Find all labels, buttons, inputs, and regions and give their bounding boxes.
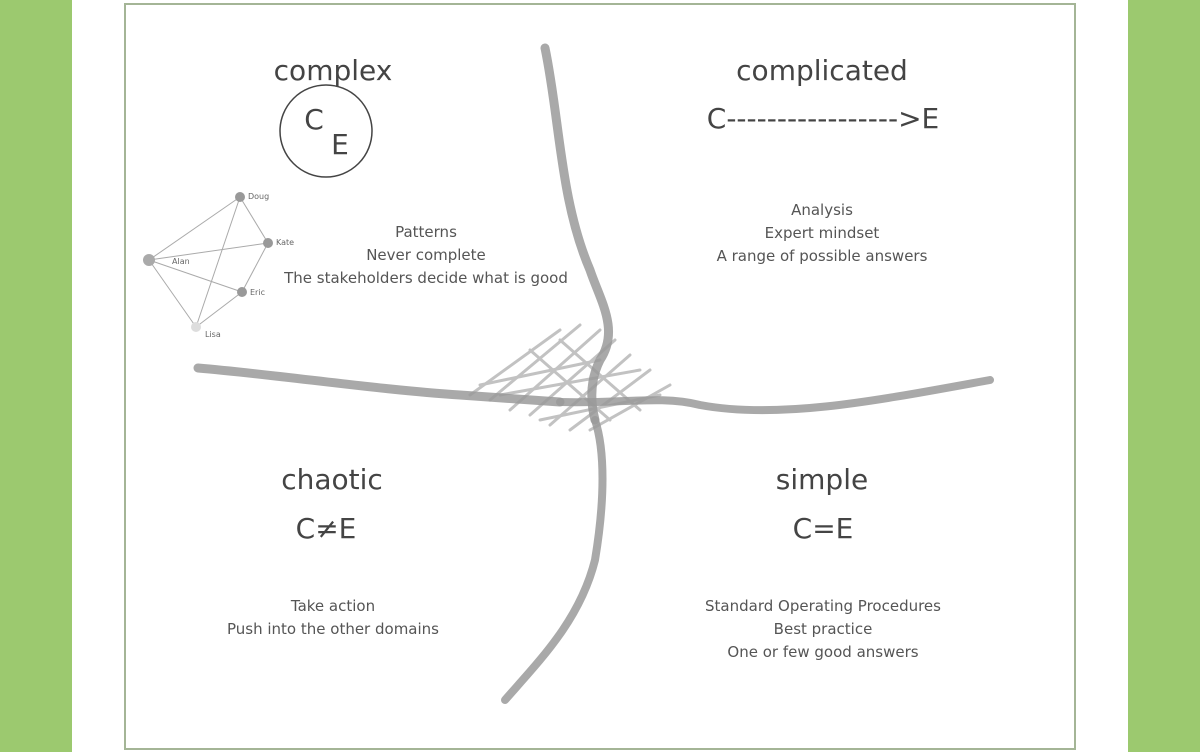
desc-line: Patterns bbox=[395, 223, 457, 241]
node-eric bbox=[237, 287, 247, 297]
chaotic-description: Take action Push into the other domains bbox=[227, 595, 439, 641]
network-graph bbox=[148, 196, 269, 328]
desc-line: Push into the other domains bbox=[227, 620, 439, 638]
left-green-bar bbox=[0, 0, 72, 752]
complex-circle bbox=[279, 84, 373, 178]
simple-title: simple bbox=[775, 463, 869, 496]
horizontal-boundary-right bbox=[556, 376, 994, 415]
desc-line: One or few good answers bbox=[727, 643, 919, 661]
node-alan bbox=[143, 254, 155, 266]
node-doug bbox=[235, 192, 245, 202]
complicated-description: Analysis Expert mindset A range of possi… bbox=[717, 199, 928, 268]
desc-line: Standard Operating Procedures bbox=[705, 597, 941, 615]
simple-description: Standard Operating Procedures Best pract… bbox=[705, 595, 941, 664]
desc-line: Expert mindset bbox=[764, 224, 880, 242]
vertical-boundary-bottom bbox=[501, 416, 607, 704]
complex-cause: C bbox=[304, 103, 324, 136]
complicated-relation: C----------------->E bbox=[706, 102, 940, 135]
node-label-alan: Alan bbox=[172, 257, 190, 266]
complex-title: complex bbox=[273, 54, 393, 87]
desc-line: Take action bbox=[290, 597, 376, 615]
chaotic-relation: C≠E bbox=[295, 512, 357, 545]
desc-line: Never complete bbox=[366, 246, 486, 264]
disorder-hatching bbox=[468, 323, 672, 432]
complex-effect: E bbox=[331, 128, 349, 161]
desc-line: Analysis bbox=[791, 201, 853, 219]
complicated-title: complicated bbox=[736, 54, 908, 87]
node-label-kate: Kate bbox=[276, 238, 295, 247]
node-lisa bbox=[191, 322, 201, 332]
simple-relation: C=E bbox=[792, 512, 854, 545]
right-green-bar bbox=[1128, 0, 1200, 752]
node-label-eric: Eric bbox=[250, 288, 265, 297]
node-label-doug: Doug bbox=[248, 192, 270, 201]
desc-line: A range of possible answers bbox=[716, 247, 928, 265]
node-label-lisa: Lisa bbox=[205, 330, 221, 339]
desc-line: The stakeholders decide what is good bbox=[284, 269, 568, 287]
vertical-boundary-top bbox=[540, 43, 613, 425]
complex-description: Patterns Never complete The stakeholders… bbox=[284, 221, 568, 290]
desc-line: Best practice bbox=[773, 620, 873, 638]
node-kate bbox=[263, 238, 273, 248]
chaotic-title: chaotic bbox=[281, 463, 383, 496]
